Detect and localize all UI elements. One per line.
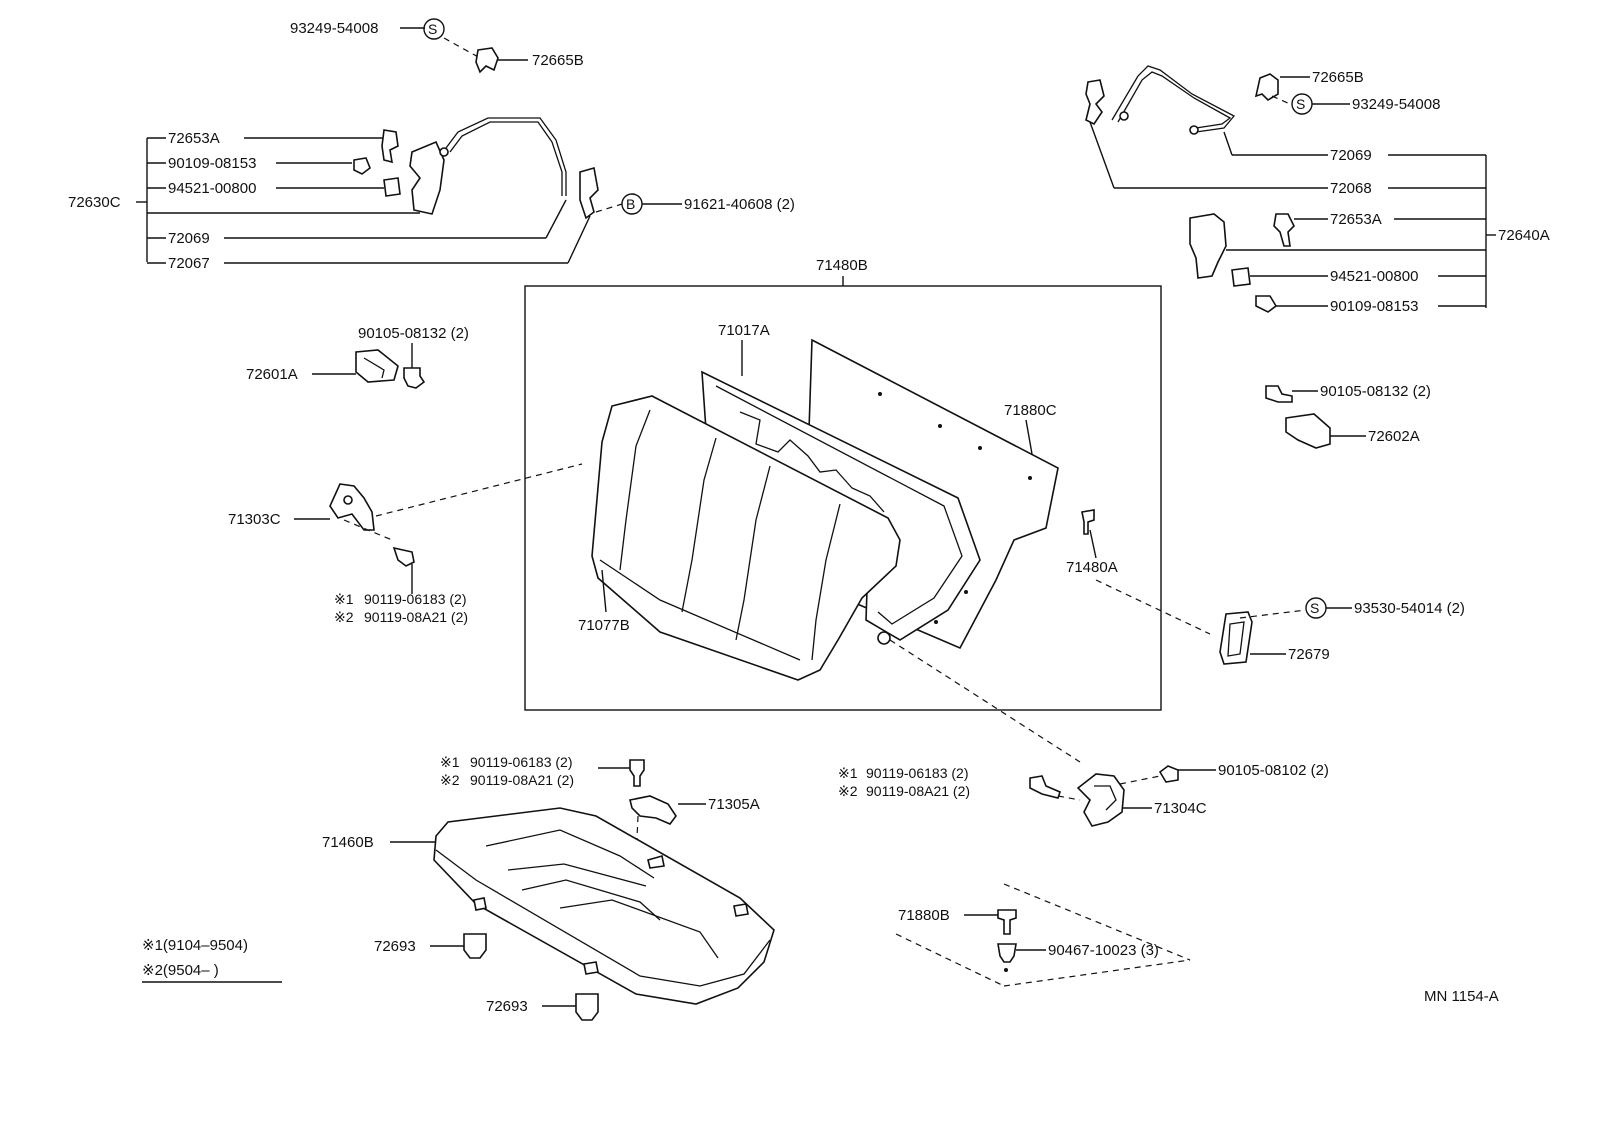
legend-1: ※1(9104–9504)	[142, 937, 248, 954]
part-number-72665B-left: 72665B	[532, 52, 584, 69]
part-number-71480B: 71480B	[816, 257, 868, 274]
striker-72602a	[1285, 413, 1331, 449]
part-number-71460B: 71460B	[322, 834, 374, 851]
rod-72067	[579, 166, 599, 220]
clip-90467	[997, 943, 1017, 963]
part-number-71017A: 71017A	[718, 322, 770, 339]
part-number-72069-left: 72069	[168, 230, 210, 247]
part-number-71077B: 71077B	[578, 617, 630, 634]
part-number-72693-a: 72693	[374, 938, 416, 955]
cable-72069-right	[1111, 65, 1236, 133]
part-number-72693-b: 72693	[486, 998, 528, 1015]
part-number-90105-08132-right: 90105-08132 (2)	[1320, 383, 1431, 400]
cover-72679	[1219, 611, 1253, 665]
bolt-90119-right	[1029, 775, 1061, 799]
s-marker-icon	[423, 18, 445, 40]
clip-72665b-right	[1254, 73, 1279, 102]
hinge-bracket-71304c	[1076, 773, 1125, 827]
part-number-90119-08A21-left: 90119-08A21 (2)	[364, 609, 468, 625]
bolt-90105-08102	[1158, 765, 1179, 783]
spring-94521-right	[1231, 267, 1251, 287]
latch-assembly-left	[409, 140, 445, 215]
part-number-71880B: 71880B	[898, 907, 950, 924]
s-marker-label: S	[428, 21, 437, 37]
bolt-90109-left	[353, 157, 371, 175]
marker-1-a: ※1	[334, 591, 354, 607]
part-number-71480A: 71480A	[1066, 559, 1118, 576]
assembly-box	[524, 285, 1162, 711]
part-number-71880C: 71880C	[1004, 402, 1057, 419]
rod-72068	[1085, 79, 1105, 126]
hook-71480a-group: 71480A	[1066, 509, 1118, 576]
part-number-93249-54008-left: 93249-54008	[290, 20, 378, 37]
marker-1-c: ※1	[838, 765, 858, 781]
bolt-90109-right	[1255, 295, 1278, 313]
s-marker-label: S	[1296, 96, 1305, 112]
seatback-assembly: 71480B 71017A 71880C 71077B	[524, 257, 1162, 711]
part-number-91621-40608: 91621-40608 (2)	[684, 196, 795, 213]
part-number-94521-00800-left: 94521-00800	[168, 180, 256, 197]
right-hinge-group: 90105-08132 (2) 72602A 72679 S 93530-540…	[1095, 383, 1465, 665]
part-number-90119-06183-right2: 90119-06183 (2)	[866, 765, 968, 781]
right-lower-group: ※1 90119-06183 (2) ※2 90119-08A21 (2) 71…	[838, 639, 1499, 1005]
clip-72665b-left	[475, 47, 499, 74]
part-number-71304C: 71304C	[1154, 800, 1207, 817]
legend-2: ※2(9504– )	[142, 962, 219, 979]
part-number-72665B-right: 72665B	[1312, 69, 1364, 86]
lock-lever-72653a-right	[1273, 213, 1295, 247]
seat-cushion-group: ※1 90119-06183 (2) ※2 90119-08A21 (2) 71…	[142, 754, 775, 1021]
bolt-90105-left	[403, 367, 426, 389]
part-number-90119-06183-left2: 90119-06183 (2)	[470, 754, 572, 770]
left-latch-group: 93249-54008 S 72665B 72630C 72653A 90109…	[68, 18, 795, 272]
spring-94521-left	[383, 177, 401, 197]
part-number-71303C: 71303C	[228, 511, 281, 528]
stopper-72693-a	[463, 933, 487, 959]
part-number-93249-54008-right: 93249-54008	[1352, 96, 1440, 113]
part-number-90109-08153-left: 90109-08153	[168, 155, 256, 172]
seatback-cushion-71077b	[591, 395, 901, 681]
part-number-72679: 72679	[1288, 646, 1330, 663]
bolt-90119-cushion	[629, 759, 645, 787]
hinge-bracket-71303c	[329, 483, 375, 531]
stopper-72693-b	[575, 993, 599, 1021]
part-number-71305A: 71305A	[708, 796, 760, 813]
part-number-72069-right: 72069	[1330, 147, 1372, 164]
b-marker-label: B	[626, 196, 635, 212]
marker-2-a: ※2	[334, 609, 354, 625]
part-number-72640A: 72640A	[1498, 227, 1550, 244]
clip-71880b	[997, 909, 1017, 935]
right-latch-group: 72665B S 93249-54008 72640A 72069 72068 …	[1085, 65, 1550, 315]
part-number-90467-10023: 90467-10023 (3)	[1048, 942, 1159, 959]
part-number-72630C: 72630C	[68, 194, 121, 211]
marker-2-b: ※2	[440, 772, 460, 788]
part-number-90109-08153-right: 90109-08153	[1330, 298, 1418, 315]
part-number-72653A-right: 72653A	[1330, 211, 1382, 228]
s-marker-label: S	[1310, 600, 1319, 616]
part-number-90119-06183-left: 90119-06183 (2)	[364, 591, 466, 607]
part-number-90119-08A21-right2: 90119-08A21 (2)	[866, 783, 970, 799]
part-number-90105-08132-left: 90105-08132 (2)	[358, 325, 469, 342]
marker-2-c: ※2	[838, 783, 858, 799]
part-number-90105-08102: 90105-08102 (2)	[1218, 762, 1329, 779]
bolt-90119-left	[392, 546, 415, 567]
bracket-71305a	[629, 795, 677, 825]
bolt-90105-right	[1265, 385, 1293, 403]
part-number-72068: 72068	[1330, 180, 1372, 197]
part-number-72601A: 72601A	[246, 366, 298, 383]
left-hinge-group: 90105-08132 (2) 72601A 71303C ※1 90119-0…	[228, 325, 583, 625]
cable-72069-left	[445, 117, 567, 196]
part-number-90119-08A21-left2: 90119-08A21 (2)	[470, 772, 574, 788]
latch-assembly-right	[1189, 213, 1227, 279]
diagram-code: MN 1154-A	[1424, 988, 1499, 1005]
marker-1-b: ※1	[440, 754, 460, 770]
hook-71480a	[1081, 509, 1095, 535]
part-number-93530-54014: 93530-54014 (2)	[1354, 600, 1465, 617]
part-number-72602A: 72602A	[1368, 428, 1420, 445]
part-number-94521-00800-right: 94521-00800	[1330, 268, 1418, 285]
part-number-72067: 72067	[168, 255, 210, 272]
lock-lever-72653a-left	[381, 129, 399, 164]
part-number-72653A-left: 72653A	[168, 130, 220, 147]
